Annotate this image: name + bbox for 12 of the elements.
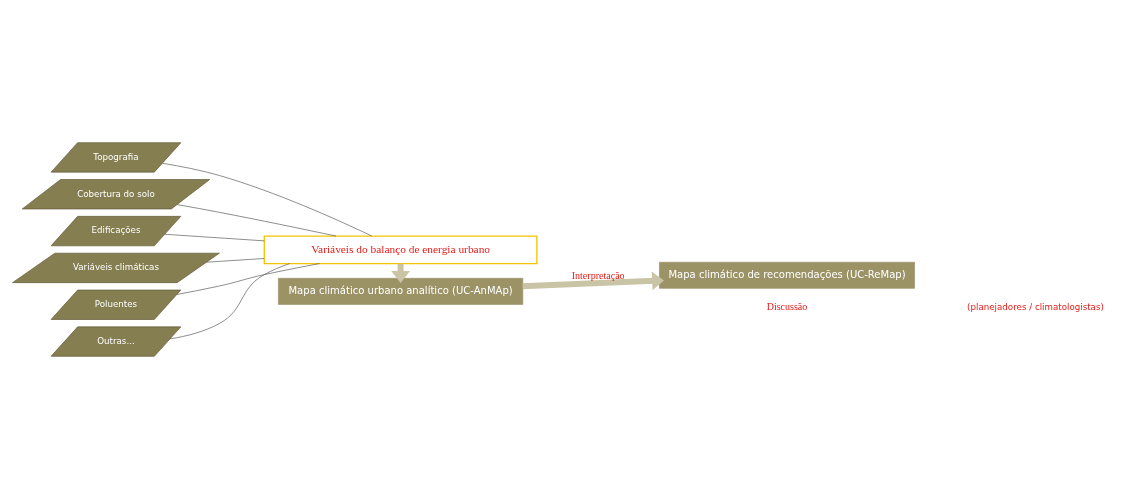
label: Discussão	[766, 300, 808, 312]
node-box: Mapa climático de recomendações (UC-ReMap)	[659, 261, 915, 289]
node-box: Variáveis do balanço de energia urbano	[263, 234, 538, 264]
label: (planejadores / climatologistas)	[967, 301, 1104, 312]
connector	[164, 233, 265, 241]
connector	[176, 203, 337, 236]
edge-label: Interpretação	[571, 269, 625, 281]
arrow	[522, 271, 665, 290]
connector	[162, 162, 373, 236]
connector	[169, 262, 291, 339]
connector	[206, 257, 265, 262]
node-box: Mapa climático urbano analítico (UC-AnMAp)	[278, 277, 524, 305]
